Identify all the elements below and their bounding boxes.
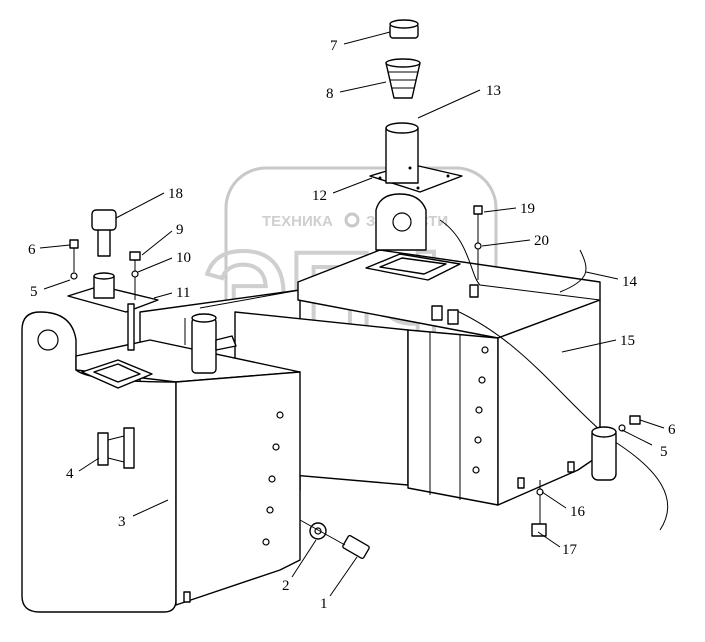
leader-lines	[39, 31, 665, 597]
callout-9: 9	[176, 222, 184, 238]
callout-1: 1	[320, 596, 328, 612]
callouts: 1 2 3 4 5 5 6 6 7 8 9 10 11 12 13 14 15 …	[28, 38, 676, 612]
right-tank-hatch	[365, 253, 461, 281]
gear-icon	[344, 212, 360, 228]
callout-20: 20	[534, 233, 549, 249]
sender-assembly	[67, 209, 159, 351]
callout-6-right: 6	[668, 422, 676, 438]
callout-11: 11	[176, 285, 190, 301]
callout-5-right: 5	[660, 444, 668, 460]
filler-neck-assembly	[369, 19, 463, 193]
callout-7: 7	[330, 38, 338, 54]
callout-15: 15	[620, 333, 635, 349]
callout-3: 3	[118, 514, 126, 530]
callout-18: 18	[168, 186, 183, 202]
callout-16: 16	[570, 504, 586, 520]
callout-14: 14	[622, 274, 638, 290]
callout-17: 17	[562, 542, 578, 558]
callout-4: 4	[66, 466, 74, 482]
callout-2: 2	[282, 578, 290, 594]
left-tank	[21, 311, 301, 613]
return-line-and-filter	[431, 205, 669, 537]
callout-5-left: 5	[30, 284, 38, 300]
lifting-bracket-center	[375, 193, 427, 251]
drain-plug-assembly	[299, 519, 370, 560]
callout-12: 12	[312, 188, 327, 204]
breather-column	[184, 313, 237, 374]
callout-6-left: 6	[28, 242, 36, 258]
watermark-left-word: ТЕХНИКА	[262, 213, 333, 230]
callout-10: 10	[176, 250, 191, 266]
callout-13: 13	[486, 83, 501, 99]
callout-8: 8	[326, 86, 334, 102]
level-gauge	[97, 427, 135, 469]
right-tank	[297, 249, 601, 506]
callout-19: 19	[520, 201, 535, 217]
